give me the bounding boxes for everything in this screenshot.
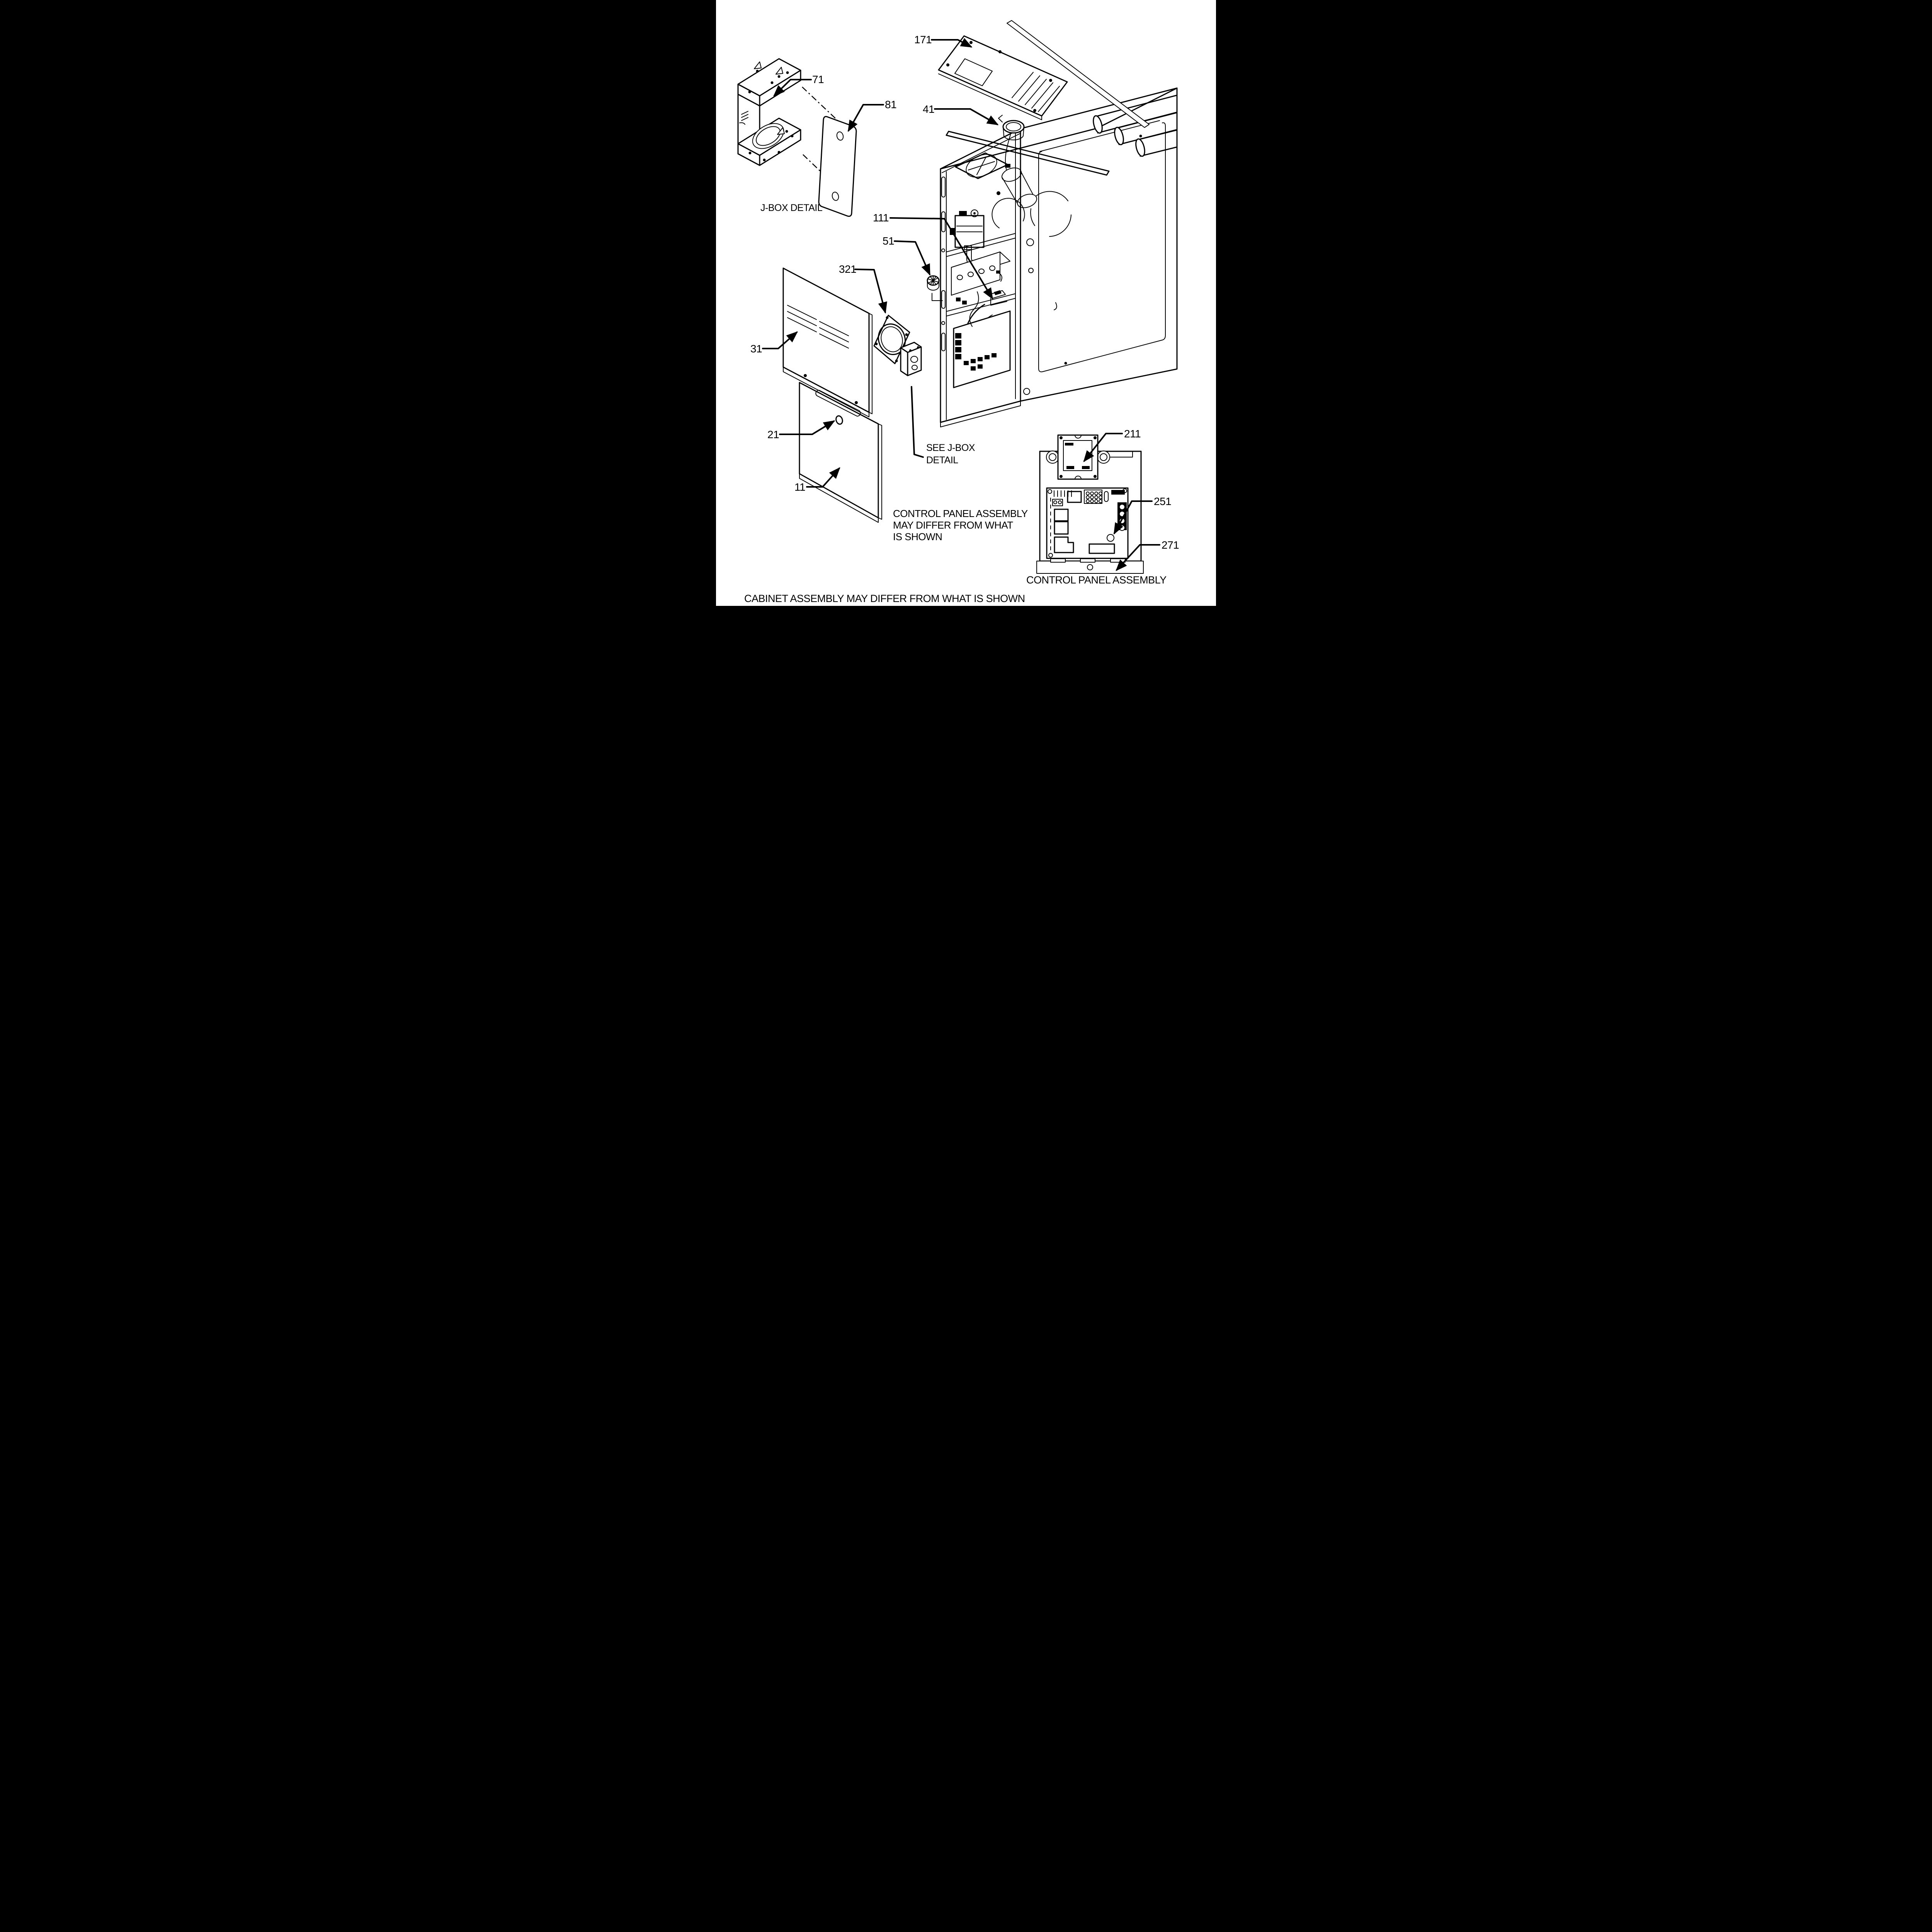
control-panel-title: CONTROL PANEL ASSEMBLY (1026, 574, 1167, 586)
right-pillarbox (1216, 0, 1269, 606)
top-cover-panel-171 (938, 35, 1068, 120)
see-jbox-line1: SEE J-BOX (926, 442, 975, 453)
cabinet-note: CABINET ASSEMBLY MAY DIFFER FROM WHAT IS… (744, 593, 1025, 604)
vent-collar-41-target (998, 115, 1025, 141)
callout-51: 51 (883, 235, 894, 247)
callout-11: 11 (794, 481, 805, 493)
jbox-detail-title: J-BOX DETAIL (760, 202, 823, 213)
label-texts: J-BOX DETAIL SEE J-BOX DETAIL CONTROL PA… (744, 202, 1167, 604)
cp-note-line2: MAY DIFFER FROM WHAT (893, 519, 1013, 531)
alignment-line-top (802, 87, 838, 121)
flue-collar-321 (873, 315, 910, 364)
leader-171 (931, 38, 973, 48)
top-front-rail (946, 131, 1110, 176)
mounting-rail-strip (1007, 20, 1150, 128)
cabinet-front-frame (940, 128, 1021, 427)
junction-box-small (900, 342, 922, 376)
leader-321 (854, 269, 887, 314)
grommet-51-target (927, 275, 943, 301)
callout-71: 71 (812, 73, 824, 85)
leader-81 (848, 104, 884, 132)
leader-41 (934, 108, 999, 125)
callout-171: 171 (914, 34, 932, 46)
callout-31: 31 (750, 343, 762, 355)
jbox-cover-plate-81 (818, 116, 857, 217)
leader-21 (779, 420, 835, 435)
vent-pipe (1005, 133, 1011, 172)
leader-51 (894, 240, 930, 276)
gas-valve (950, 209, 985, 269)
heat-exchanger-tubes (1093, 95, 1177, 157)
cp-note-line3: IS SHOWN (893, 531, 942, 543)
leader-71 (773, 79, 812, 97)
cabinet-assembly (940, 87, 1178, 427)
callout-texts: 171 71 81 41 111 51 321 31 21 11 211 251… (750, 34, 1179, 551)
callout-41: 41 (923, 103, 934, 115)
left-pillarbox (663, 0, 716, 606)
leader-211 (1083, 433, 1123, 463)
cabinet-control-board (953, 291, 1011, 388)
callout-leaders (762, 38, 1160, 571)
diagram-page: 171 71 81 41 111 51 321 31 21 11 211 251… (663, 0, 1269, 606)
callout-111: 111 (873, 212, 889, 224)
upper-door-31 (782, 267, 872, 417)
leader-31 (762, 331, 798, 349)
cp-note-line1: CONTROL PANEL ASSEMBLY (893, 508, 1028, 519)
burner-box (951, 252, 1010, 304)
control-board-251-target (1046, 487, 1129, 559)
cabinet-side-panel (1020, 87, 1178, 402)
leader-11 (806, 467, 840, 488)
see-jbox-line2: DETAIL (926, 455, 958, 466)
callout-271: 271 (1162, 539, 1179, 551)
callout-211: 211 (1124, 428, 1141, 440)
leader-271 (1116, 544, 1160, 571)
callout-21: 21 (767, 429, 779, 440)
control-panel-inset (1036, 434, 1144, 574)
callout-321: 321 (839, 263, 856, 275)
callout-81: 81 (885, 99, 896, 111)
leader-see-jbox (911, 386, 924, 458)
callout-251: 251 (1154, 495, 1171, 507)
leader-111 (889, 217, 993, 300)
leader-251 (1114, 500, 1153, 535)
